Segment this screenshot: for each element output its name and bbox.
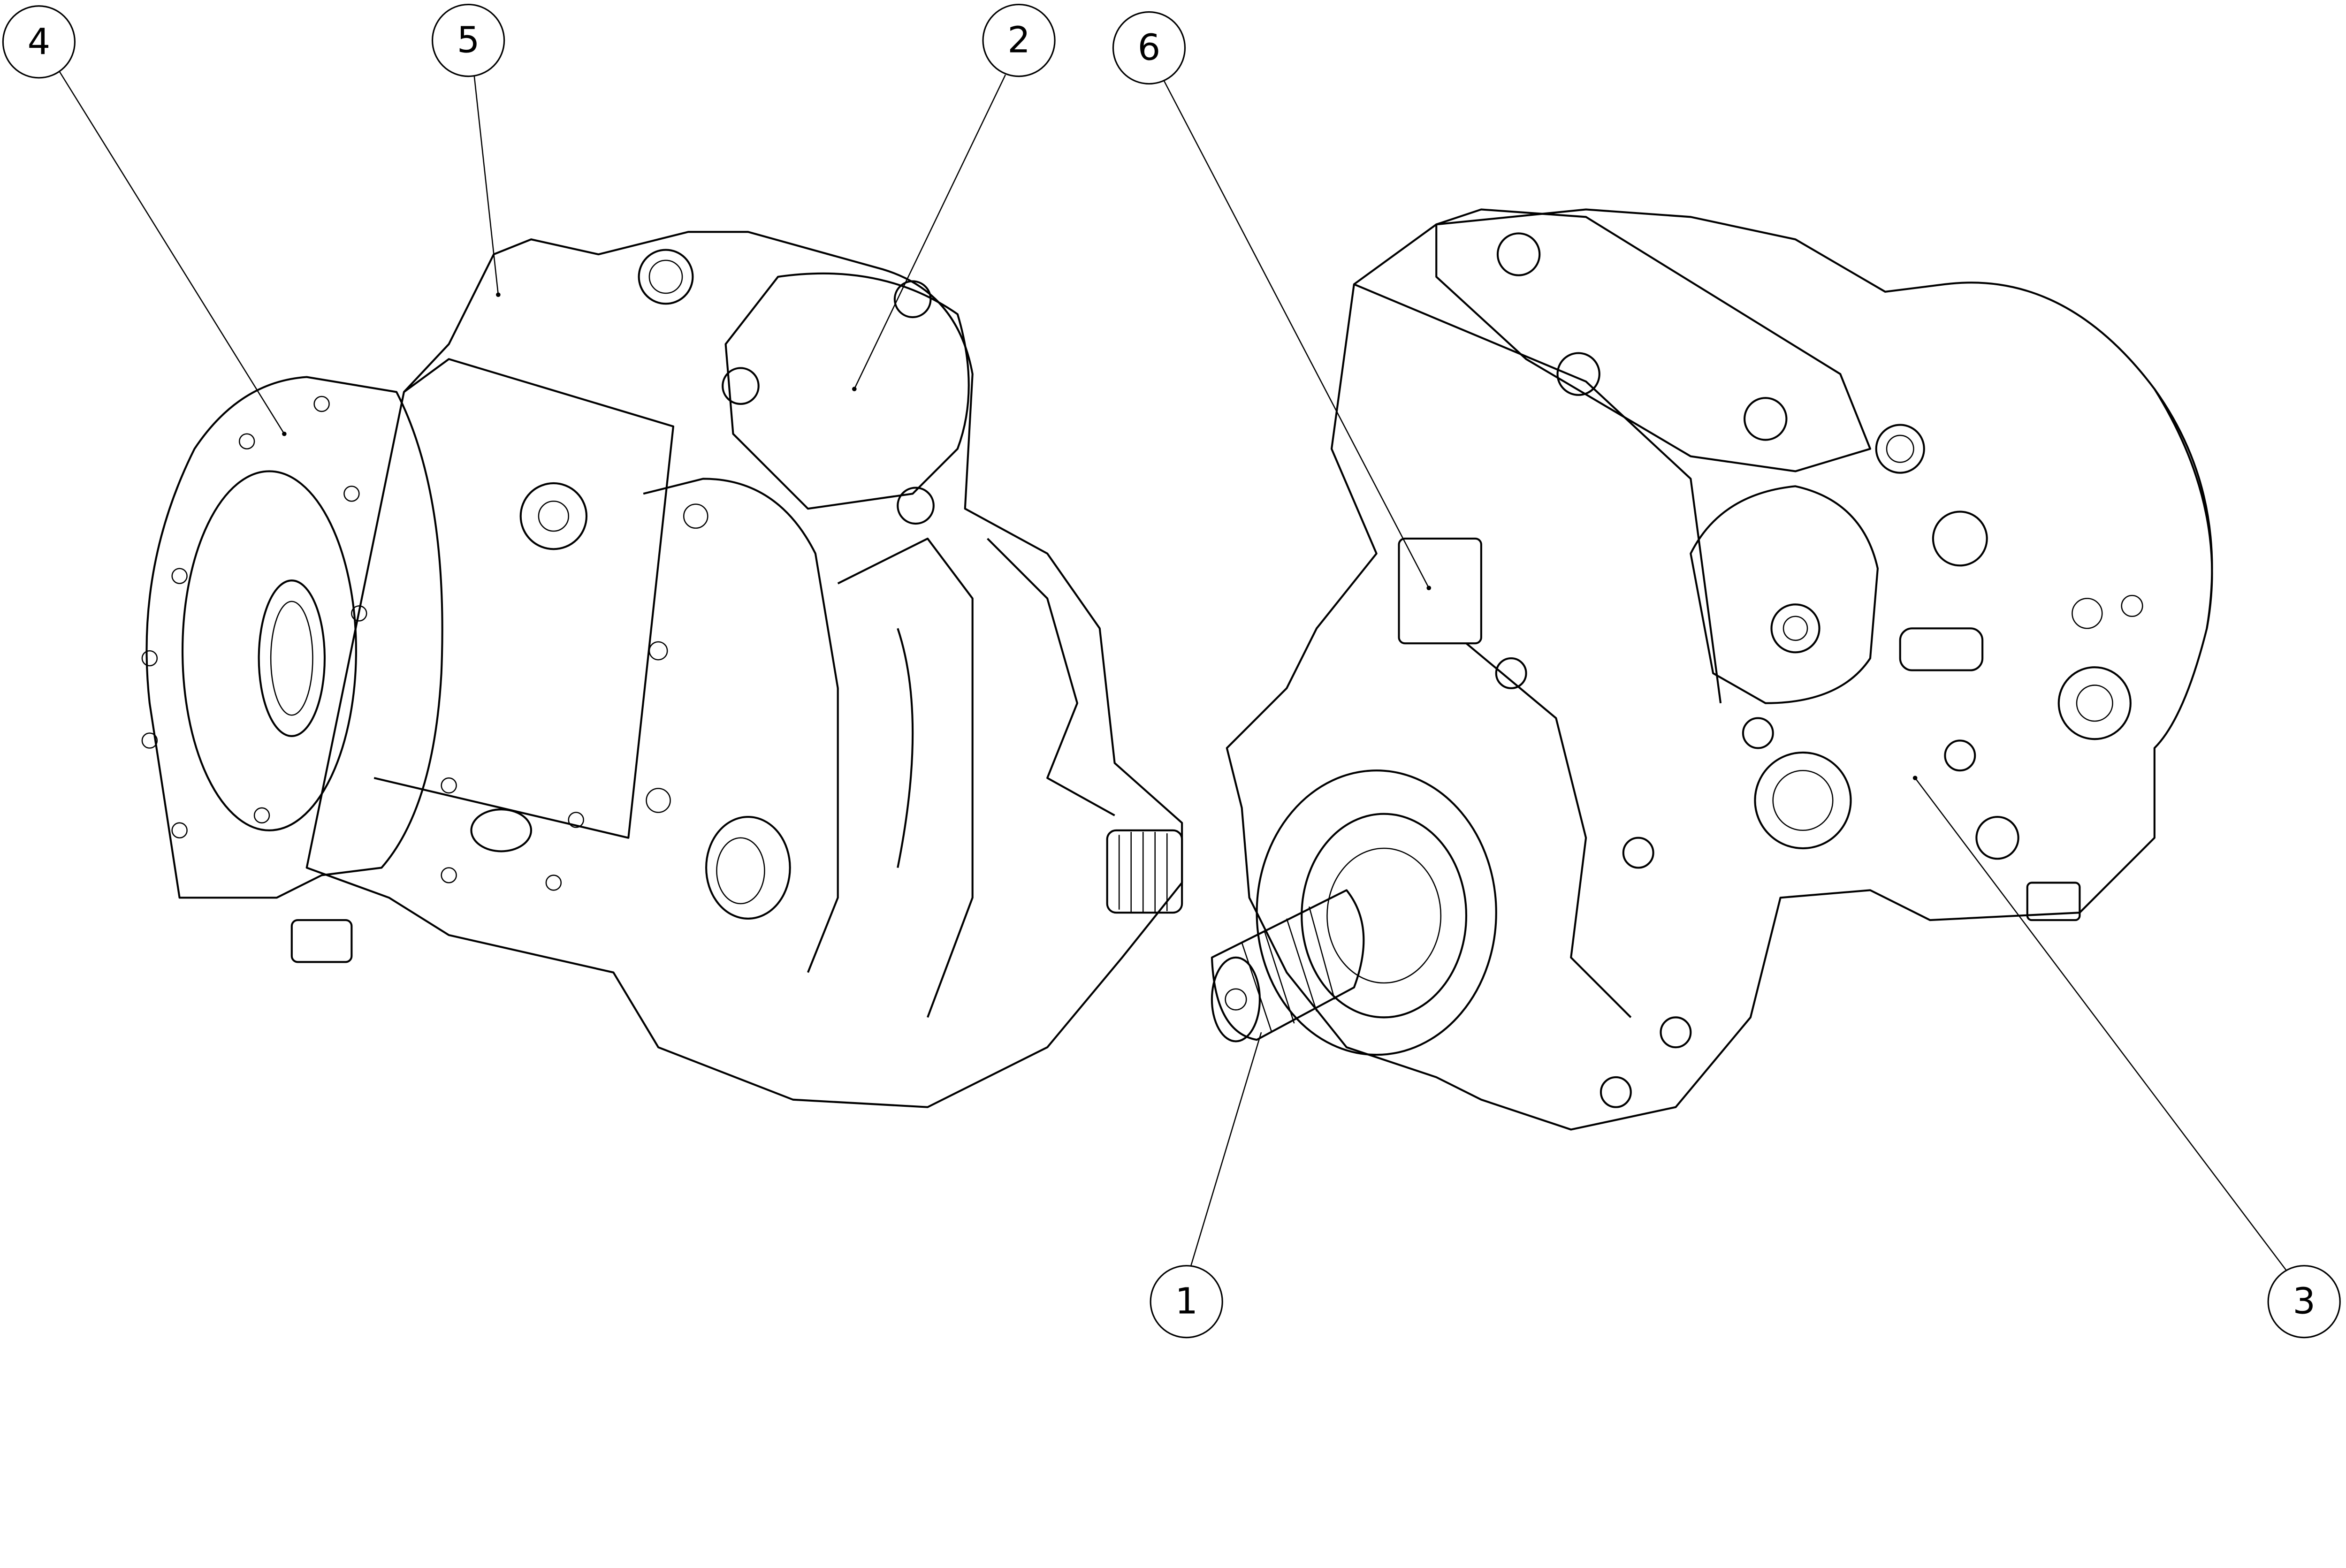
callout-6: 6 xyxy=(1112,11,1186,85)
control-block xyxy=(1435,208,1872,472)
mounting-flange xyxy=(145,376,443,899)
pump-housing xyxy=(1226,208,2213,1131)
leader-line-3 xyxy=(1914,777,2287,1271)
callout-label: 4 xyxy=(28,21,51,63)
cover-plate xyxy=(724,272,970,510)
splined-shaft xyxy=(1211,889,1365,1041)
callouts: 4 5 2 6 1 3 xyxy=(2,3,2341,1339)
callout-label: 5 xyxy=(457,20,480,61)
pump-housing xyxy=(305,231,1183,1108)
drain-plug xyxy=(290,919,353,963)
callout-label: 6 xyxy=(1138,27,1161,69)
callout-label: 3 xyxy=(2293,1281,2316,1323)
leader-line-6 xyxy=(1163,80,1430,588)
leader-line-1 xyxy=(1190,1032,1262,1266)
callout-label: 1 xyxy=(1175,1281,1198,1323)
callout-4: 4 xyxy=(2,5,76,79)
pump-diagram: 4 5 2 6 1 3 xyxy=(2,3,2341,1339)
callout-5: 5 xyxy=(431,3,505,77)
servo-cover xyxy=(1690,485,1879,704)
callout-label: 2 xyxy=(1007,20,1030,61)
leader-line-5 xyxy=(473,76,499,295)
leader-line-4 xyxy=(56,67,285,434)
shaft-bore xyxy=(258,579,326,737)
leader-line-2 xyxy=(853,74,1006,389)
left-pump-view xyxy=(141,231,1183,1108)
callout-1: 1 xyxy=(1150,1265,1223,1339)
sensor xyxy=(1398,537,1482,645)
front-flange xyxy=(1256,769,1497,1056)
callout-3: 3 xyxy=(2267,1265,2341,1339)
callout-2: 2 xyxy=(982,3,1056,77)
flange-face xyxy=(181,470,358,831)
fitting xyxy=(1899,627,1984,671)
right-pump-view xyxy=(1211,208,2213,1131)
